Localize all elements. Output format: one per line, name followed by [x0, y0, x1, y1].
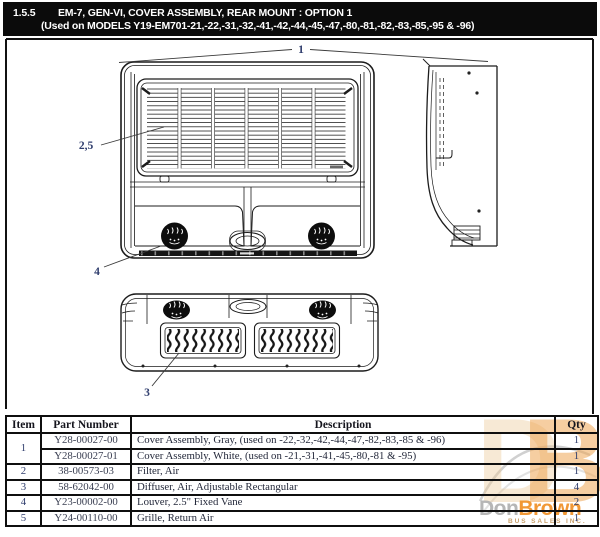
technical-diagram: 1 2,5 4 3: [5, 38, 594, 414]
callout-leaders: [100, 49, 489, 387]
item-cell: 5: [5, 509, 42, 527]
description-cell: Grille, Return Air: [130, 509, 556, 527]
part-number-cell: Y24-00110-00: [40, 509, 132, 527]
item-cell: 1: [5, 432, 42, 465]
qty-cell: 1: [554, 447, 599, 465]
column-header: Part Number: [40, 415, 132, 434]
qty-cell: 4: [554, 478, 599, 496]
qty-cell: 1: [554, 509, 599, 527]
grille-column-dividers: [177, 87, 316, 169]
callout-cover: 1: [298, 44, 304, 56]
bottom-view: [120, 293, 379, 372]
qty-cell: 1: [554, 432, 599, 450]
description-cell: Cover Assembly, Gray, (used on -22,-32,-…: [130, 432, 556, 450]
diffuser-left: [159, 322, 247, 359]
part-number-cell: 38-00573-03: [40, 463, 132, 481]
column-header: Description: [130, 415, 556, 434]
description-cell: Cover Assembly, White, (used on -21,-31,…: [130, 447, 556, 465]
callout-diffuser: 3: [144, 387, 150, 399]
section-number: 1.5.5: [13, 7, 36, 19]
item-cell: 4: [5, 494, 42, 512]
part-number-cell: 58-62042-00: [40, 478, 132, 496]
item-cell: 2: [5, 463, 42, 481]
column-header: Item: [5, 415, 42, 434]
round-louver-right: [308, 222, 335, 250]
bottom-louver-left: [163, 300, 190, 320]
part-number-cell: Y23-00002-00: [40, 494, 132, 512]
column-header: Qty: [554, 415, 599, 434]
page-subtitle: (Used on MODELS Y19-EM701-21,-22,-31,-32…: [41, 20, 475, 32]
page-header: 1.5.5 EM-7, GEN-VI, COVER ASSEMBLY, REAR …: [3, 2, 597, 36]
content-frame: [5, 38, 594, 414]
qty-cell: 1: [554, 463, 599, 481]
part-number-cell: Y28-00027-01: [40, 447, 132, 465]
bottom-louver-right: [309, 300, 336, 320]
qty-cell: 2: [554, 494, 599, 512]
description-cell: Louver, 2.5" Fixed Vane: [130, 494, 556, 512]
round-louver-left: [161, 222, 188, 250]
diffuser-right: [253, 322, 341, 359]
callout-filter-louver: 2,5: [79, 140, 94, 152]
header-line1: 1.5.5 EM-7, GEN-VI, COVER ASSEMBLY, REAR …: [13, 7, 352, 19]
side-view: [422, 58, 498, 247]
part-number-cell: Y28-00027-00: [40, 432, 132, 450]
callout-louver: 4: [94, 266, 100, 278]
side-view-bracket: [451, 225, 481, 247]
item-cell: 3: [5, 478, 42, 496]
front-view: [120, 61, 375, 259]
description-cell: Filter, Air: [130, 463, 556, 481]
page-title: EM-7, GEN-VI, COVER ASSEMBLY, REAR MOUNT…: [58, 7, 353, 19]
description-cell: Diffuser, Air, Adjustable Rectangular: [130, 478, 556, 496]
